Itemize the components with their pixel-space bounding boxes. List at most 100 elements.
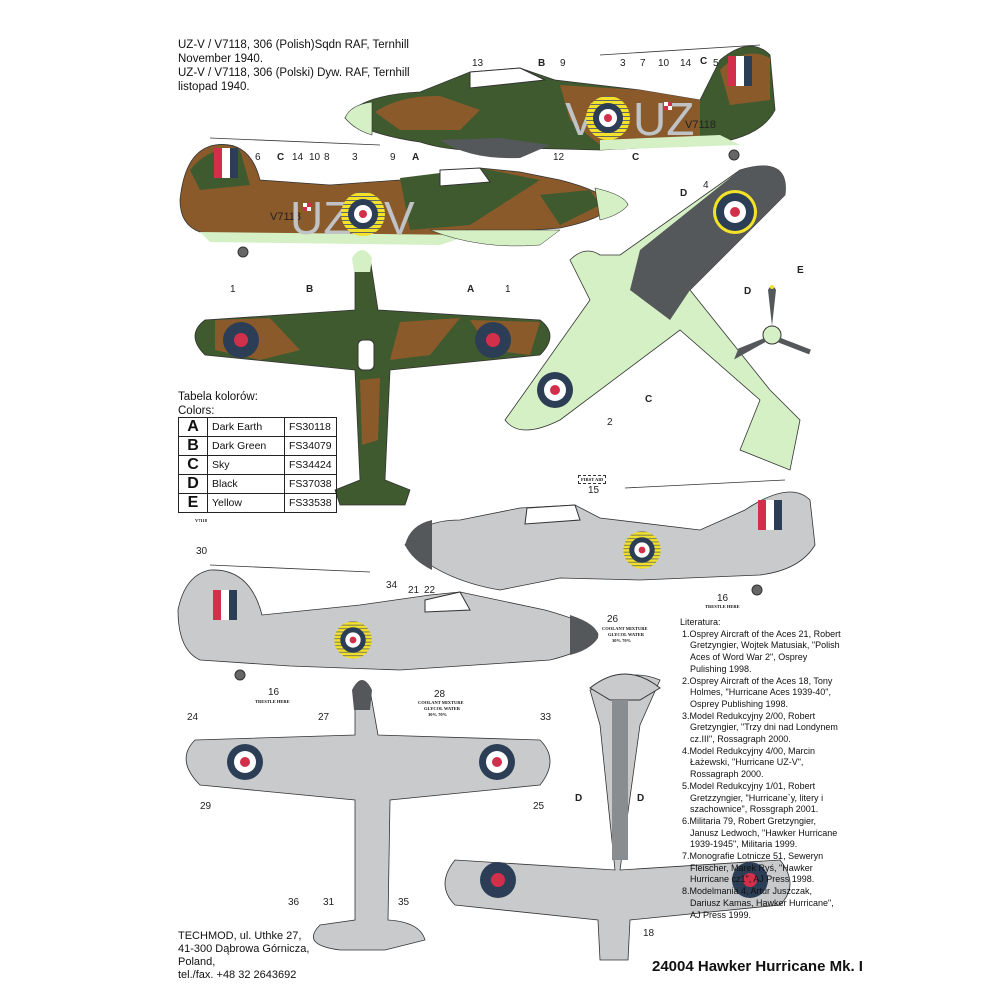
callout-C: C	[645, 394, 653, 405]
address-line: Poland,	[178, 956, 216, 968]
literature-list: Literatura: 1.Osprey Aircraft of the Ace…	[680, 617, 845, 921]
serial-stencil: V7118	[195, 518, 208, 523]
grey-side-profile-left-facing	[404, 479, 816, 596]
colors-title-pl: Tabela kolorów:	[178, 391, 258, 403]
grey-side-profile-right-facing	[177, 564, 599, 681]
callout-C: C	[700, 56, 708, 67]
literature-title: Literatura:	[680, 617, 721, 627]
callout-D: D	[575, 793, 583, 804]
side-profile-left-facing: V UZ V7118	[344, 44, 776, 161]
callout-B: B	[306, 284, 314, 295]
underside-view-sky	[504, 165, 801, 471]
callout-3: 3	[352, 152, 358, 163]
manufacturer-address: TECHMOD, ul. Uthke 27, 41-300 Dąbrowa Gó…	[178, 930, 309, 982]
callout-29: 29	[200, 801, 212, 812]
grey-underside-view	[444, 673, 791, 961]
callout-14: 14	[292, 152, 304, 163]
svg-text:V7118: V7118	[685, 119, 716, 131]
callout-16: 16	[268, 687, 280, 698]
callout-28: 28	[434, 689, 446, 700]
literature-item: 3.Model Redukcyjny 2/00, Robert Gretzyng…	[682, 710, 838, 745]
callout-10: 10	[658, 58, 670, 69]
grey-top-view	[185, 680, 551, 951]
address-line: tel./fax. +48 32 2643692	[178, 969, 297, 981]
callout-31: 31	[323, 897, 335, 908]
callout-13: 13	[472, 58, 484, 69]
callout-26: 26	[607, 614, 619, 625]
caption-line-2: November 1940.	[178, 53, 264, 65]
coolant-stencil: COOLANT MIXTURE	[418, 700, 464, 705]
callout-12: 12	[553, 152, 565, 163]
literature-item: 6.Militaria 79, Robert Gretzyngier, Janu…	[682, 815, 838, 850]
callout-33: 33	[540, 712, 552, 723]
address-line: TECHMOD, ul. Uthke 27,	[178, 930, 302, 942]
literature-item: 2.Osprey Aircraft of the Aces 18, Tony H…	[682, 675, 833, 709]
callout-21: 21	[408, 585, 420, 596]
callout-1: 1	[230, 284, 236, 295]
callout-9: 9	[560, 58, 566, 69]
caption-line-4: listopad 1940.	[178, 81, 250, 93]
svg-text:V: V	[384, 192, 415, 244]
trestle-stencil: TRESTLE HERE	[705, 604, 740, 609]
callout-6: 6	[255, 152, 261, 163]
glycol-stencil: GLYCOL WATER	[608, 632, 645, 637]
callout-E: E	[797, 265, 804, 276]
caption-line-3: UZ-V / V7118, 306 (Polski) Dyw. RAF, Ter…	[178, 67, 410, 79]
callout-27: 27	[318, 712, 330, 723]
callout-D: D	[637, 793, 645, 804]
literature-item: 4.Model Redukcyjny 4/00, Marcin Łażewski…	[682, 745, 816, 780]
aircraft-caption: UZ-V / V7118, 306 (Polish)Sqdn RAF, Tern…	[178, 38, 410, 94]
side-profile-right-facing: V7118 UZ V	[179, 137, 629, 258]
svg-text:V7118: V7118	[270, 211, 301, 223]
callout-22: 22	[424, 585, 436, 596]
callout-D: D	[680, 188, 688, 199]
callout-1: 1	[505, 284, 511, 295]
callout-18: 18	[643, 928, 655, 939]
product-title: 24004 Hawker Hurricane Mk. I	[652, 958, 863, 975]
colors-title: Tabela kolorów: Colors:	[178, 390, 258, 418]
callout-4: 4	[703, 180, 709, 191]
callout-A: A	[412, 152, 420, 163]
callout-16: 16	[717, 593, 729, 604]
callout-15: 15	[588, 485, 600, 496]
first-aid-stencil: FIRST AID	[578, 475, 607, 484]
callout-25: 25	[533, 801, 545, 812]
pct-stencil: 30% 70%	[428, 712, 448, 717]
callout-D: D	[744, 286, 752, 297]
callout-5: 5	[713, 58, 719, 69]
pct-stencil: 30% 70%	[612, 638, 632, 643]
callout-8: 8	[324, 152, 330, 163]
literature-item: 7.Monografie Lotnicze 51, Seweryn Fleisc…	[682, 851, 824, 885]
trestle-stencil: TRESTLE HERE	[255, 699, 290, 704]
svg-text:UZ: UZ	[633, 93, 694, 145]
callout-24: 24	[187, 712, 199, 723]
top-view-camouflage	[194, 250, 551, 506]
callout-34: 34	[386, 580, 398, 591]
svg-text:UZ: UZ	[290, 192, 351, 244]
callout-A: A	[467, 284, 475, 295]
propeller-spinner	[734, 285, 811, 360]
colors-title-en: Colors:	[178, 405, 215, 417]
callout-35: 35	[398, 897, 410, 908]
callout-30: 30	[196, 546, 208, 557]
callout-7: 7	[640, 58, 646, 69]
callout-C: C	[277, 152, 285, 163]
coolant-stencil: COOLANT MIXTURE	[602, 626, 648, 631]
literature-item: 1.Osprey Aircraft of the Aces 21, Robert…	[682, 628, 841, 674]
callout-2: 2	[607, 417, 613, 428]
callout-C: C	[632, 152, 640, 163]
callout-9: 9	[390, 152, 396, 163]
glycol-stencil: GLYCOL WATER	[424, 706, 461, 711]
callout-36: 36	[288, 897, 300, 908]
callout-B: B	[538, 58, 546, 69]
literature-item: 8.Modelmania 4, Artur Juszczak, Dariusz …	[682, 886, 834, 920]
address-line: 41-300 Dąbrowa Górnicza,	[178, 943, 310, 955]
callout-3: 3	[620, 58, 626, 69]
